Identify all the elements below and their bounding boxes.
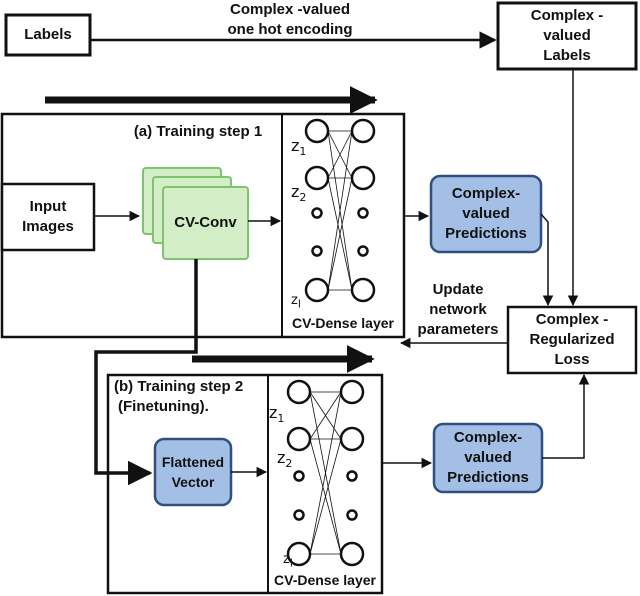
z1-label-step1: z1 [291, 136, 307, 159]
complex-labels-line2: valued [543, 27, 591, 44]
loss-line2: Regularized [529, 331, 615, 348]
dense-label-step2: CV-Dense layer [274, 572, 376, 588]
input-line1: Input [29, 198, 67, 215]
complex-labels-line1: Complex - [530, 7, 604, 24]
z1-label-step2: z1 [269, 403, 285, 426]
node [339, 541, 365, 567]
node [357, 207, 369, 219]
update-line2: network [429, 301, 487, 318]
update-note: Update network parameters [408, 280, 508, 340]
dense-label-step1: CV-Dense layer [292, 315, 394, 331]
node [304, 118, 330, 144]
network-nodes-2 [286, 379, 365, 567]
conv-label: CV-Conv [174, 214, 237, 231]
input-images-text: Input Images [2, 184, 94, 250]
node [304, 165, 330, 191]
pred2-to-loss-arrow [542, 373, 590, 459]
node [286, 426, 312, 452]
loss-line3: Loss [554, 351, 590, 368]
flattened-vector-text: Flattened Vector [155, 439, 231, 505]
conv-to-flatten-connector [94, 259, 198, 486]
encoding-note-line2: one hot encoding [227, 21, 353, 38]
pred1-line2: valued [462, 205, 510, 222]
pred2-line2: valued [464, 449, 512, 466]
step2-title: (b) Training step 2 (Finetuning). [114, 377, 274, 417]
step1-title: (a) Training step 1 [133, 123, 263, 140]
complex-labels-box [496, 1, 638, 71]
z2-label-step2: z2 [277, 448, 293, 471]
update-line3: parameters [417, 321, 499, 338]
node [293, 470, 305, 482]
node [286, 379, 312, 405]
input-line2: Images [22, 218, 74, 235]
node [346, 470, 358, 482]
node [350, 277, 376, 303]
complex-labels-text: Complex - valued Labels [498, 3, 636, 69]
loss-box [506, 305, 638, 375]
node [304, 277, 330, 303]
loss-text: Complex - Regularized Loss [508, 307, 636, 373]
dense-panel-1 [281, 113, 405, 338]
node [350, 118, 376, 144]
node [357, 245, 369, 257]
network-edges-2 [309, 391, 342, 555]
network-nodes-1 [304, 118, 376, 303]
predictions1-text: Complex- valued Predictions [431, 176, 541, 252]
pred1-line1: Complex- [451, 185, 521, 202]
encoding-note: Complex -valued one hot encoding [190, 0, 390, 40]
labels-box [4, 13, 92, 57]
node [350, 165, 376, 191]
pred1-to-loss-arrow [540, 213, 554, 307]
flat-line2: Vector [171, 474, 215, 490]
node [346, 509, 358, 521]
predictions2-text: Complex- valued Predictions [434, 424, 542, 492]
encoding-note-line1: Complex -valued [229, 1, 351, 18]
pred2-line1: Complex- [453, 429, 523, 446]
flat-line1: Flattened [161, 454, 225, 470]
step2-title-line1: (b) Training step 2 [114, 378, 244, 395]
node [286, 541, 312, 567]
conv-layer-front [162, 186, 249, 260]
step2-title-line2: (Finetuning). [118, 398, 209, 415]
node [339, 379, 365, 405]
zl-label-step2: zl [283, 552, 293, 570]
input-images-box [0, 182, 96, 252]
node [339, 426, 365, 452]
pred2-line3: Predictions [447, 469, 529, 486]
update-line1: Update [432, 281, 484, 298]
network-edges-1 [327, 130, 353, 291]
pred1-line3: Predictions [445, 225, 527, 242]
dense-panel-2 [267, 374, 383, 594]
node [293, 509, 305, 521]
labels-box-text: Labels [24, 26, 72, 43]
loss-line1: Complex - [535, 311, 609, 328]
zl-label-step1: zl [291, 293, 301, 311]
complex-labels-line3: Labels [543, 47, 591, 64]
node [311, 245, 323, 257]
node [311, 207, 323, 219]
z2-label-step1: z2 [291, 182, 307, 205]
